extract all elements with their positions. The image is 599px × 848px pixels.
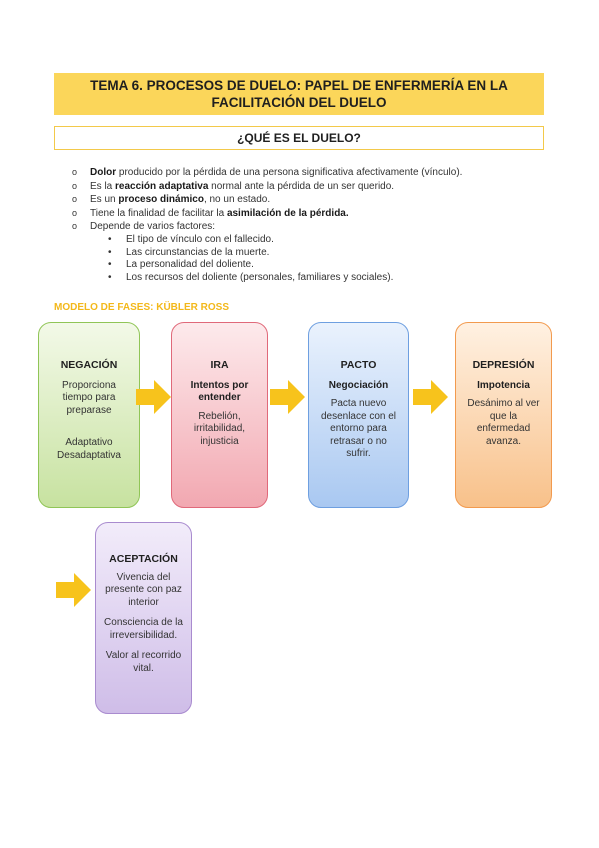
right-arrow-icon (56, 573, 91, 607)
bold-text: Dolor (90, 167, 117, 178)
model-label: MODELO DE FASES: KÜBLER ROSS (54, 302, 230, 313)
phase-text: Consciencia de la irreversibilidad. (104, 617, 183, 641)
list-item: o Tiene la finalidad de facilitar la asi… (72, 207, 542, 221)
phase-text: Proporciona tiempo para preparase (62, 379, 116, 416)
phase-text: Rebelión, irritabilidad, injusticia (193, 410, 246, 447)
text: Tiene la finalidad de facilitar la (90, 207, 227, 219)
phase-card-aceptacion: ACEPTACIÓN Vivencia del presente con paz… (95, 522, 192, 714)
text: , no un estado. (203, 194, 271, 206)
circle-bullet-icon: o (72, 207, 78, 218)
right-arrow-icon (413, 380, 448, 414)
title-line-1: TEMA 6. PROCESOS DE DUELO: PAPEL DE ENFE… (90, 78, 508, 93)
phase-card-depresion: DEPRESIÓN Impotencia Desánimo al ver que… (455, 322, 552, 508)
dot-bullet-icon: • (108, 246, 112, 258)
page-title: TEMA 6. PROCESOS DE DUELO: PAPEL DE ENFE… (54, 73, 544, 115)
dot-bullet-icon: • (108, 259, 112, 271)
right-arrow-icon (136, 380, 171, 414)
sub-list-item: • La personalidad del doliente. (72, 259, 542, 272)
list-item: o Dolor producido por la pérdida de una … (72, 166, 542, 180)
list-item: o Es la reacción adaptativa normal ante … (72, 180, 542, 194)
dot-bullet-icon: • (108, 271, 112, 283)
circle-bullet-icon: o (72, 180, 78, 191)
phase-subtitle: Negociación (328, 379, 389, 391)
phase-title: ACEPTACIÓN (109, 553, 178, 565)
sub-list-item: • El tipo de vínculo con el fallecido. (72, 234, 542, 247)
circle-bullet-icon: o (72, 167, 78, 177)
text: El tipo de vínculo con el fallecido. (126, 233, 274, 245)
sub-list-item: • Las circunstancias de la muerte. (72, 247, 542, 260)
phase-subtitle: Intentos por entender (190, 379, 249, 404)
phase-title: DEPRESIÓN (472, 359, 535, 371)
bold-text: reacción adaptativa (115, 180, 209, 192)
phase-card-negacion: NEGACIÓN Proporciona tiempo para prepara… (38, 322, 140, 508)
circle-bullet-icon: o (72, 221, 78, 232)
phase-card-ira: IRA Intentos por entender Rebelión, irri… (171, 322, 268, 508)
text: La personalidad del doliente. (126, 259, 254, 271)
phase-text: Pacta nuevo desenlace con el entorno par… (320, 398, 397, 459)
text: Los recursos del doliente (personales, f… (126, 271, 394, 283)
circle-bullet-icon: o (72, 194, 78, 205)
section-heading: ¿QUÉ ES EL DUELO? (54, 126, 544, 150)
right-arrow-icon (270, 380, 305, 414)
list-item: o Depende de varios factores: (72, 220, 542, 234)
phase-text: Valor al recorrido vital. (105, 650, 182, 674)
text: Es la (90, 180, 116, 192)
phase-title: IRA (210, 359, 229, 371)
phase-title: PACTO (340, 359, 377, 371)
phase-text: Adaptativo (65, 437, 113, 448)
phase-card-pacto: PACTO Negociación Pacta nuevo desenlace … (308, 322, 409, 508)
text: Es un (90, 194, 119, 206)
phase-text: Desánimo al ver que la enfermedad avanza… (467, 398, 540, 447)
text: Depende de varios factores: (90, 221, 216, 233)
definition-list: o Dolor producido por la pérdida de una … (72, 166, 542, 284)
title-line-2: FACILITACIÓN DEL DUELO (211, 95, 387, 110)
phase-subtitle: Impotencia (477, 379, 530, 391)
phase-text: Desadaptativa (57, 449, 121, 461)
text: producido por la pérdida de una persona … (116, 167, 463, 178)
bold-text: asimilación de la pérdida. (226, 207, 349, 219)
phase-text: Vivencia del presente con paz interior (105, 571, 182, 608)
text: normal ante la pérdida de un ser querido… (208, 180, 395, 192)
sub-list-item: • Los recursos del doliente (personales,… (72, 272, 542, 285)
text: Las circunstancias de la muerte. (126, 246, 270, 258)
dot-bullet-icon: • (108, 233, 112, 245)
list-item: o Es un proceso dinámico, no un estado. (72, 193, 542, 207)
bold-text: proceso dinámico (118, 194, 204, 206)
phase-title: NEGACIÓN (60, 359, 118, 371)
